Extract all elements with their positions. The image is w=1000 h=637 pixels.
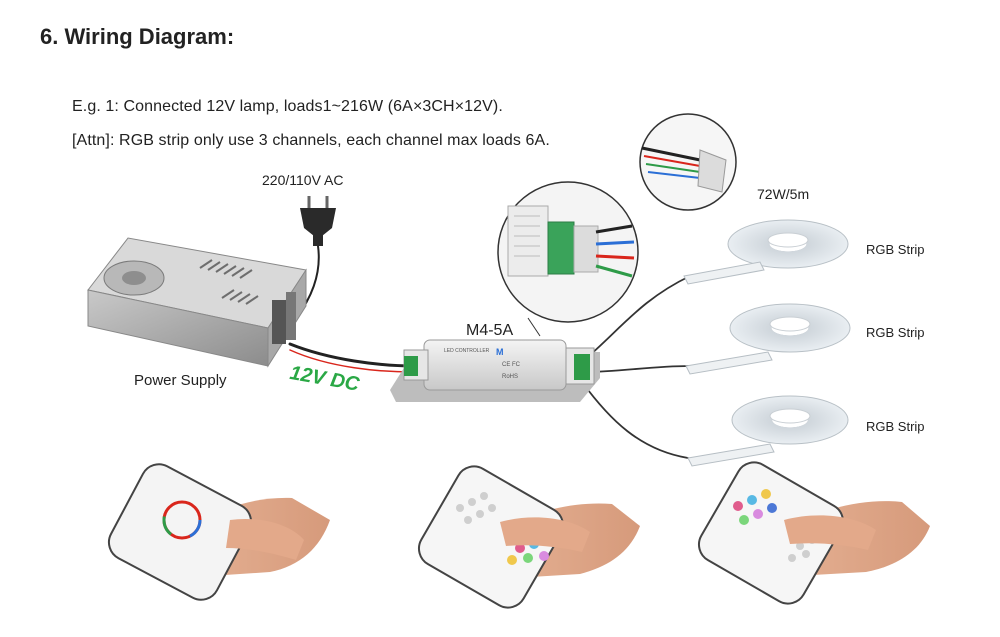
dc-cable-black <box>288 342 416 368</box>
ac-plug-icon <box>300 196 336 246</box>
strip-reel-2 <box>685 303 851 375</box>
ac-input-label: 220/110V AC <box>262 172 344 188</box>
strip-label-2: RGB Strip <box>866 325 925 340</box>
strip-reel-3 <box>687 395 849 467</box>
terminal-zoom-inset <box>497 181 639 337</box>
strip-reel-1 <box>683 219 849 285</box>
button-remote-in-hand-1 <box>417 465 640 609</box>
strip-connector-zoom-inset <box>639 113 737 211</box>
power-supply-unit <box>87 237 307 368</box>
controller-face-marks: CE FC <box>502 362 521 368</box>
controller-model-label: M4-5A <box>466 322 514 339</box>
button-remote-in-hand-2 <box>697 461 930 605</box>
attention-note: [Attn]: RGB strip only use 3 channels, e… <box>72 132 550 149</box>
touch-remote-in-hand <box>107 463 330 601</box>
strip-rating-label: 72W/5m <box>757 186 810 202</box>
controller-face-title: LED CONTROLLER <box>444 348 490 354</box>
section-heading: 6. Wiring Diagram: <box>40 24 235 49</box>
controller-face-brand: M <box>496 347 504 357</box>
strip3-cable <box>581 381 689 459</box>
strip-label-1: RGB Strip <box>866 242 925 257</box>
power-supply-label: Power Supply <box>134 372 227 389</box>
strip-label-3: RGB Strip <box>866 419 925 434</box>
controller-face-rohs: RoHS <box>502 374 518 380</box>
remote-2-buttons <box>733 489 816 562</box>
controller-unit: LED CONTROLLER M CE FC RoHS <box>390 339 600 402</box>
example-note: E.g. 1: Connected 12V lamp, loads1~216W … <box>72 98 503 115</box>
